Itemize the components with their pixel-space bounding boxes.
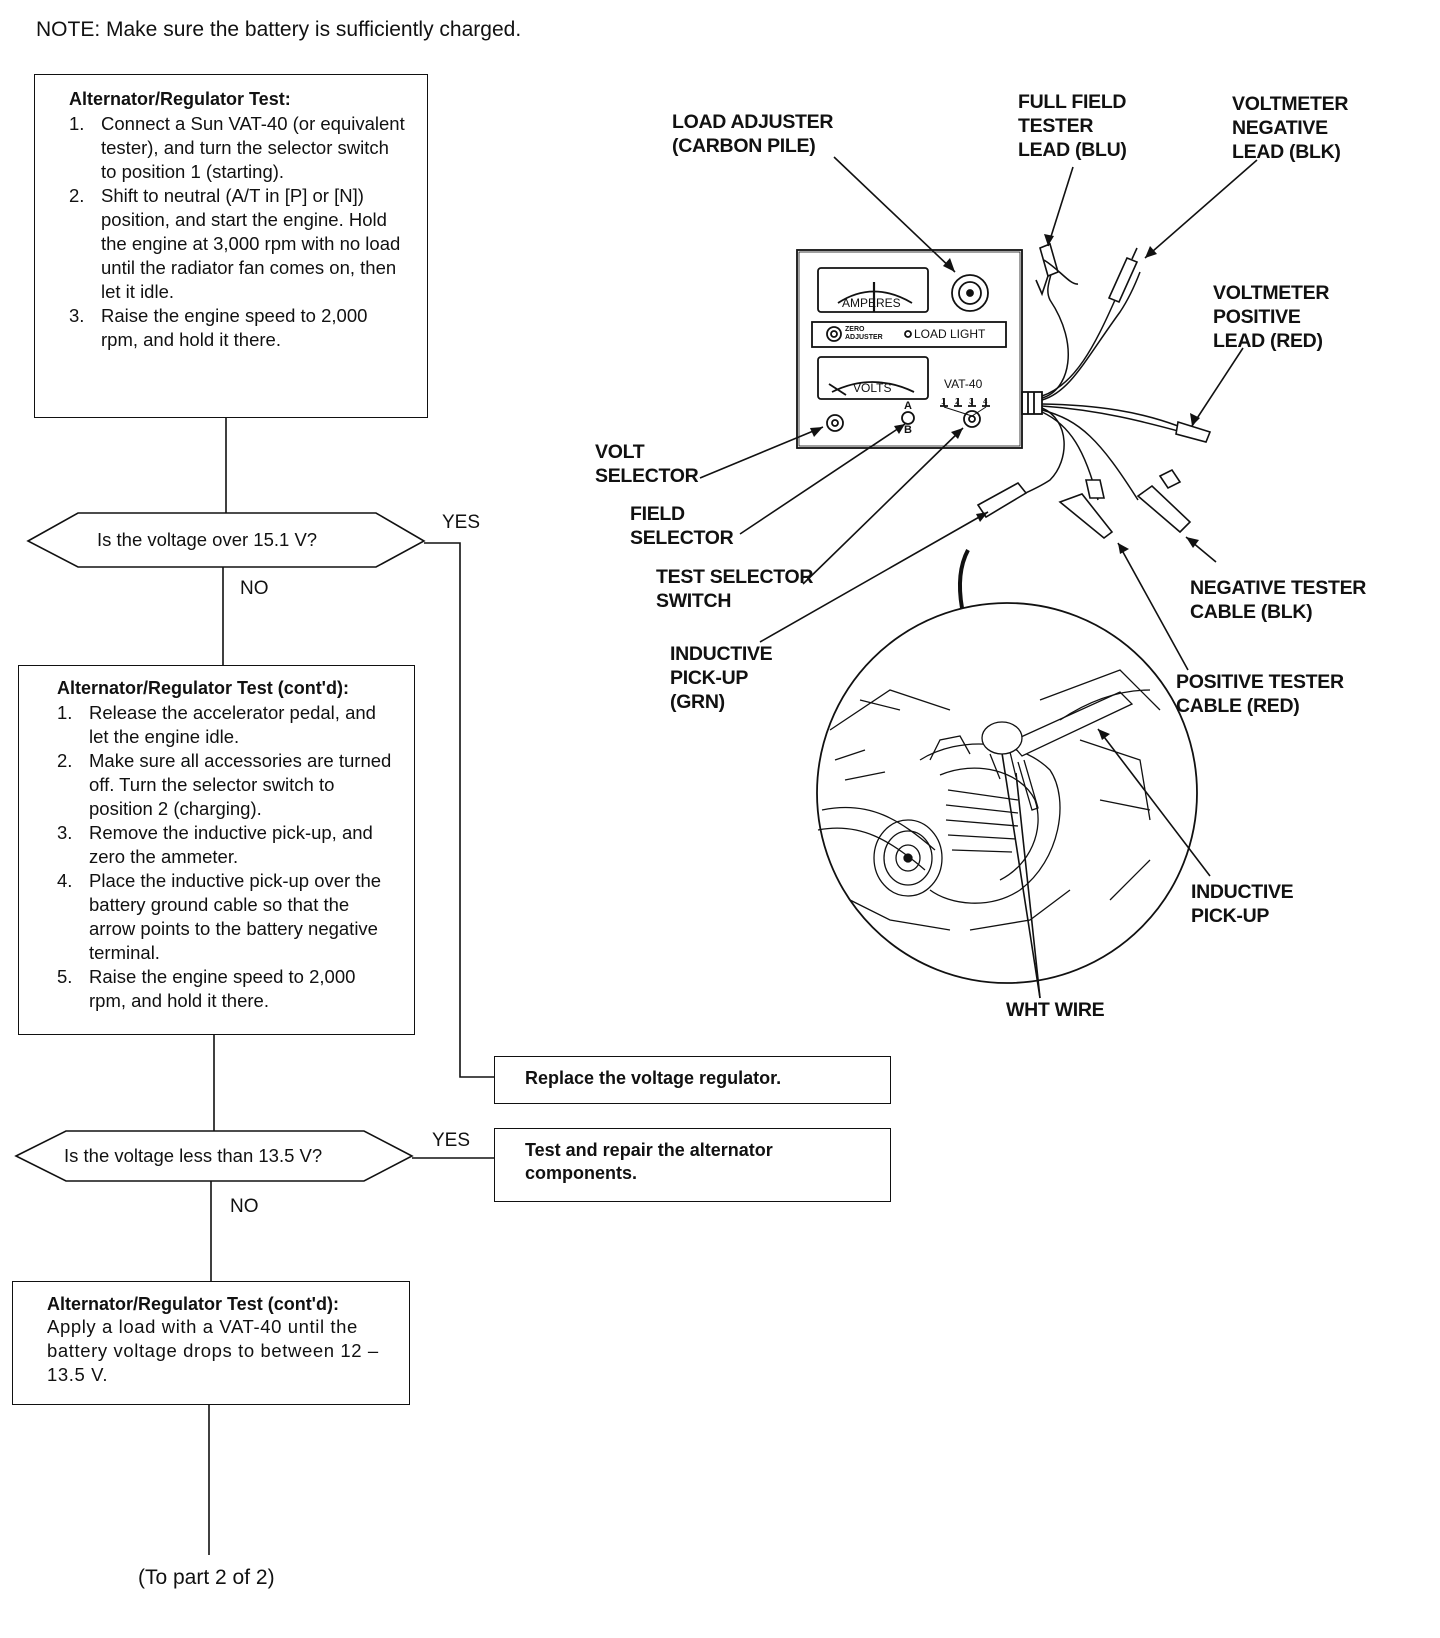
continuation-text: (To part 2 of 2) xyxy=(138,1566,275,1589)
alternator-detail xyxy=(816,602,1198,984)
label-load-adjuster: LOAD ADJUSTER (CARBON PILE) xyxy=(672,111,834,157)
amperes-label: AMPERES xyxy=(842,296,901,310)
label-full-field: FULL FIELD TESTER LEAD (BLU) xyxy=(1018,91,1127,161)
list-item: 1.Release the accelerator pedal, and let… xyxy=(57,702,376,747)
label-voltmeter-negative: VOLTMETER NEGATIVE LEAD (BLK) xyxy=(1232,93,1349,163)
label-test-selector: TEST SELECTOR SWITCH xyxy=(656,566,814,612)
position-3-label: 3 xyxy=(969,397,974,406)
tester-illustration xyxy=(796,249,1043,449)
label-field-selector: FIELD SELECTOR xyxy=(630,503,734,549)
position-1-label: 1 xyxy=(941,397,946,406)
model-label: VAT-40 xyxy=(944,377,983,391)
volts-label: VOLTS xyxy=(853,381,892,395)
decision2-shape xyxy=(14,1130,414,1182)
label-wht-wire: WHT WIRE xyxy=(1006,999,1105,1021)
list-item: 4.Place the inductive pick-up over the b… xyxy=(57,870,382,963)
list-item: 1.Connect a Sun VAT-40 (or equivalent te… xyxy=(69,113,405,182)
decision1-shape xyxy=(26,512,426,568)
step-box-1: Alternator/Regulator Test: 1.Connect a S… xyxy=(34,74,428,418)
list-item: 3.Raise the engine speed to 2,000 rpm, a… xyxy=(69,305,368,350)
decision2-question: Is the voltage less than 13.5 V? xyxy=(64,1145,323,1166)
result-repair-alternator: Test and repair the alternator component… xyxy=(494,1128,891,1202)
list-item: 2.Make sure all accessories are turned o… xyxy=(57,750,392,819)
zero-adjuster-label: ZERO ADJUSTER xyxy=(845,326,883,341)
box3-title: Alternator/Regulator Test (cont'd): xyxy=(47,1294,339,1314)
decision1-no: NO xyxy=(240,578,269,599)
position-2-label: 2 xyxy=(955,397,960,406)
label-inductive-grn: INDUCTIVE PICK-UP (GRN) xyxy=(670,643,773,713)
label-positive-cable: POSITIVE TESTER CABLE (RED) xyxy=(1176,671,1344,717)
position-4-label: 4 xyxy=(983,397,988,406)
step-box-3: Alternator/Regulator Test (cont'd): Appl… xyxy=(12,1281,410,1405)
box3-text: Apply a load with a VAT-40 until the bat… xyxy=(47,1316,379,1385)
list-item: 2.Shift to neutral (A/T in [P] or [N]) p… xyxy=(69,185,401,302)
field-b-label: B xyxy=(904,424,912,436)
note-text: NOTE: Make sure the battery is sufficien… xyxy=(36,18,522,41)
step-box-2: Alternator/Regulator Test (cont'd): 1.Re… xyxy=(18,665,415,1035)
list-item: 3.Remove the inductive pick-up, and zero… xyxy=(57,822,373,867)
label-negative-cable: NEGATIVE TESTER CABLE (BLK) xyxy=(1190,577,1367,623)
decision2-yes: YES xyxy=(432,1130,471,1151)
box2-title: Alternator/Regulator Test (cont'd): xyxy=(57,678,349,698)
box1-title: Alternator/Regulator Test: xyxy=(69,89,291,109)
field-a-label: A xyxy=(904,400,912,412)
decision2-no: NO xyxy=(230,1196,259,1217)
decision1-question: Is the voltage over 15.1 V? xyxy=(97,529,318,550)
result-replace-regulator: Replace the voltage regulator. xyxy=(494,1056,891,1104)
label-inductive-pickup: INDUCTIVE PICK-UP xyxy=(1191,881,1294,927)
list-item: 5.Raise the engine speed to 2,000 rpm, a… xyxy=(57,966,356,1011)
decision1-yes: YES xyxy=(442,512,481,533)
load-light-label: LOAD LIGHT xyxy=(914,327,986,341)
label-volt-selector: VOLT SELECTOR xyxy=(595,441,699,487)
label-voltmeter-positive: VOLTMETER POSITIVE LEAD (RED) xyxy=(1213,282,1330,352)
